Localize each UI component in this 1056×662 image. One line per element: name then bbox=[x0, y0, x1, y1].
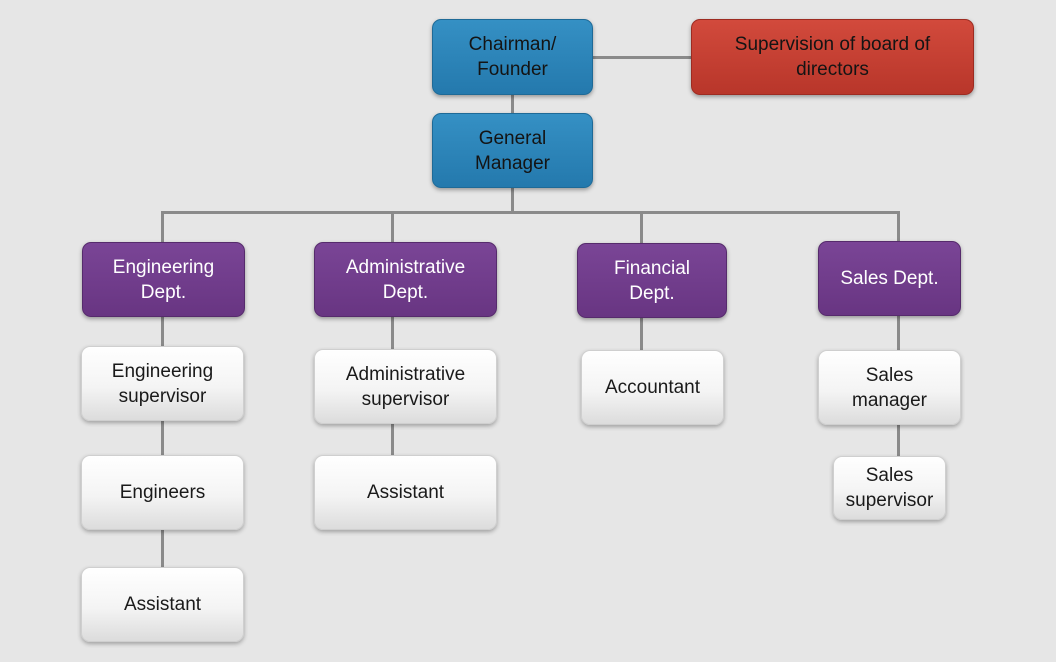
connector-financial-1 bbox=[640, 318, 643, 350]
engineering-assistant-node: Assistant bbox=[81, 567, 244, 642]
sales-manager-node: Sales manager bbox=[818, 350, 961, 425]
administrative-assistant-node: Assistant bbox=[314, 455, 497, 530]
engineers-label: Engineers bbox=[119, 482, 206, 503]
administrative-dept-label: Administrative Dept. bbox=[345, 256, 466, 303]
engineering-supervisor-label: Engineering supervisor bbox=[111, 360, 214, 407]
connector-bus-engineering bbox=[161, 211, 164, 242]
general-manager-node: General Manager bbox=[432, 113, 593, 188]
connector-bus-financial bbox=[640, 211, 643, 243]
connector-administrative-2 bbox=[391, 424, 394, 455]
sales-supervisor-label: Sales supervisor bbox=[845, 465, 934, 511]
chairman-label: Chairman/ Founder bbox=[468, 34, 557, 80]
connector-sales-2 bbox=[897, 425, 900, 456]
engineering-dept-label: Engineering Dept. bbox=[112, 256, 215, 303]
engineers-node: Engineers bbox=[81, 455, 244, 530]
chairman-node: Chairman/ Founder bbox=[432, 19, 593, 95]
general-manager-label: General Manager bbox=[475, 127, 550, 174]
connector-gm-down bbox=[511, 188, 514, 212]
engineering-dept-node: Engineering Dept. bbox=[82, 242, 245, 317]
connector-engineering-1 bbox=[161, 317, 164, 346]
engineering-supervisor-node: Engineering supervisor bbox=[81, 346, 244, 421]
board-supervision-label: Supervision of board of directors bbox=[734, 34, 931, 80]
financial-dept-node: Financial Dept. bbox=[577, 243, 727, 318]
administrative-supervisor-node: Administrative supervisor bbox=[314, 349, 497, 424]
connector-engineering-2 bbox=[161, 421, 164, 455]
engineering-assistant-label: Assistant bbox=[123, 594, 202, 615]
connector-administrative-1 bbox=[391, 317, 394, 349]
sales-manager-label: Sales manager bbox=[852, 364, 927, 411]
administrative-assistant-label: Assistant bbox=[366, 482, 445, 503]
connector-dept-bus bbox=[161, 211, 900, 214]
financial-dept-label: Financial Dept. bbox=[613, 257, 691, 304]
connector-chairman-gm bbox=[511, 95, 514, 113]
sales-dept-node: Sales Dept. bbox=[818, 241, 961, 316]
administrative-supervisor-label: Administrative supervisor bbox=[345, 363, 466, 410]
connector-sales-1 bbox=[897, 316, 900, 350]
connector-chairman-board bbox=[593, 56, 691, 59]
administrative-dept-node: Administrative Dept. bbox=[314, 242, 497, 317]
sales-dept-label: Sales Dept. bbox=[840, 268, 939, 289]
connector-bus-sales bbox=[897, 211, 900, 241]
accountant-label: Accountant bbox=[604, 377, 701, 398]
board-supervision-node: Supervision of board of directors bbox=[691, 19, 974, 95]
sales-supervisor-node: Sales supervisor bbox=[833, 456, 946, 520]
connector-bus-administrative bbox=[391, 211, 394, 242]
connector-engineering-3 bbox=[161, 530, 164, 567]
accountant-node: Accountant bbox=[581, 350, 724, 425]
